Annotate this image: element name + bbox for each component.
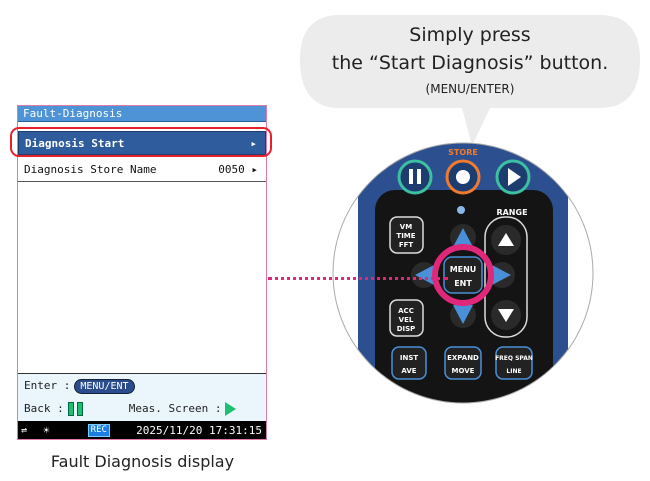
speech-bubble	[300, 15, 640, 146]
callout-line3: (MENU/ENTER)	[425, 82, 515, 96]
fault-diagnosis-screen: Fault-Diagnosis Diagnosis Start ▸ Diagno…	[17, 105, 267, 440]
caption: Fault Diagnosis display	[50, 452, 235, 471]
selection-highlight	[10, 127, 272, 157]
range-label: RANGE	[496, 208, 527, 217]
usb-icon: ⇌	[21, 424, 28, 436]
datetime: 2025/11/20 17:31:15	[136, 423, 262, 437]
callout-line1: Simply press	[409, 24, 531, 46]
chevron-right-icon: ▸	[250, 137, 257, 150]
vm-time-fft-button[interactable]	[389, 216, 424, 254]
callout-line2: the “Start Diagnosis” button.	[331, 52, 609, 74]
store-button[interactable]	[445, 159, 481, 195]
enter-label: Enter :	[24, 379, 71, 392]
menu-ent-key-icon: MENU/ENT	[74, 378, 135, 394]
menu-highlight-ring	[432, 244, 494, 306]
connector-line	[268, 277, 448, 280]
key-guide: Enter : MENU/ENT Back : Meas. Screen :	[18, 373, 266, 422]
range-up-button[interactable]	[491, 225, 521, 255]
store-label: STORE	[448, 148, 478, 157]
range-down-button[interactable]	[491, 300, 521, 330]
dpad[interactable]	[411, 224, 515, 328]
play-button[interactable]	[495, 159, 531, 195]
acc-vel-disp-button[interactable]	[389, 299, 424, 337]
screen-title: Fault-Diagnosis	[18, 106, 266, 122]
item-value: 0050	[218, 163, 245, 176]
play-icon	[225, 402, 237, 416]
chevron-right-icon: ▸	[251, 163, 258, 176]
menu-item-diagnosis-store-name[interactable]: Diagnosis Store Name 0050 ▸	[18, 158, 266, 182]
pause-button[interactable]	[397, 159, 433, 195]
item-label: Diagnosis Store Name	[24, 163, 157, 176]
status-bar: ⇌ ☀ REC 2025/11/20 17:31:15	[18, 421, 266, 439]
menu-item-diagnosis-start[interactable]: Diagnosis Start ▸	[18, 131, 266, 155]
back-label: Back :	[24, 402, 64, 415]
rec-badge: REC	[87, 423, 110, 437]
brightness-icon: ☀	[43, 423, 50, 437]
meas-screen-label: Meas. Screen :	[128, 402, 222, 415]
pause-icon	[67, 402, 83, 416]
item-label: Diagnosis Start	[25, 137, 125, 150]
